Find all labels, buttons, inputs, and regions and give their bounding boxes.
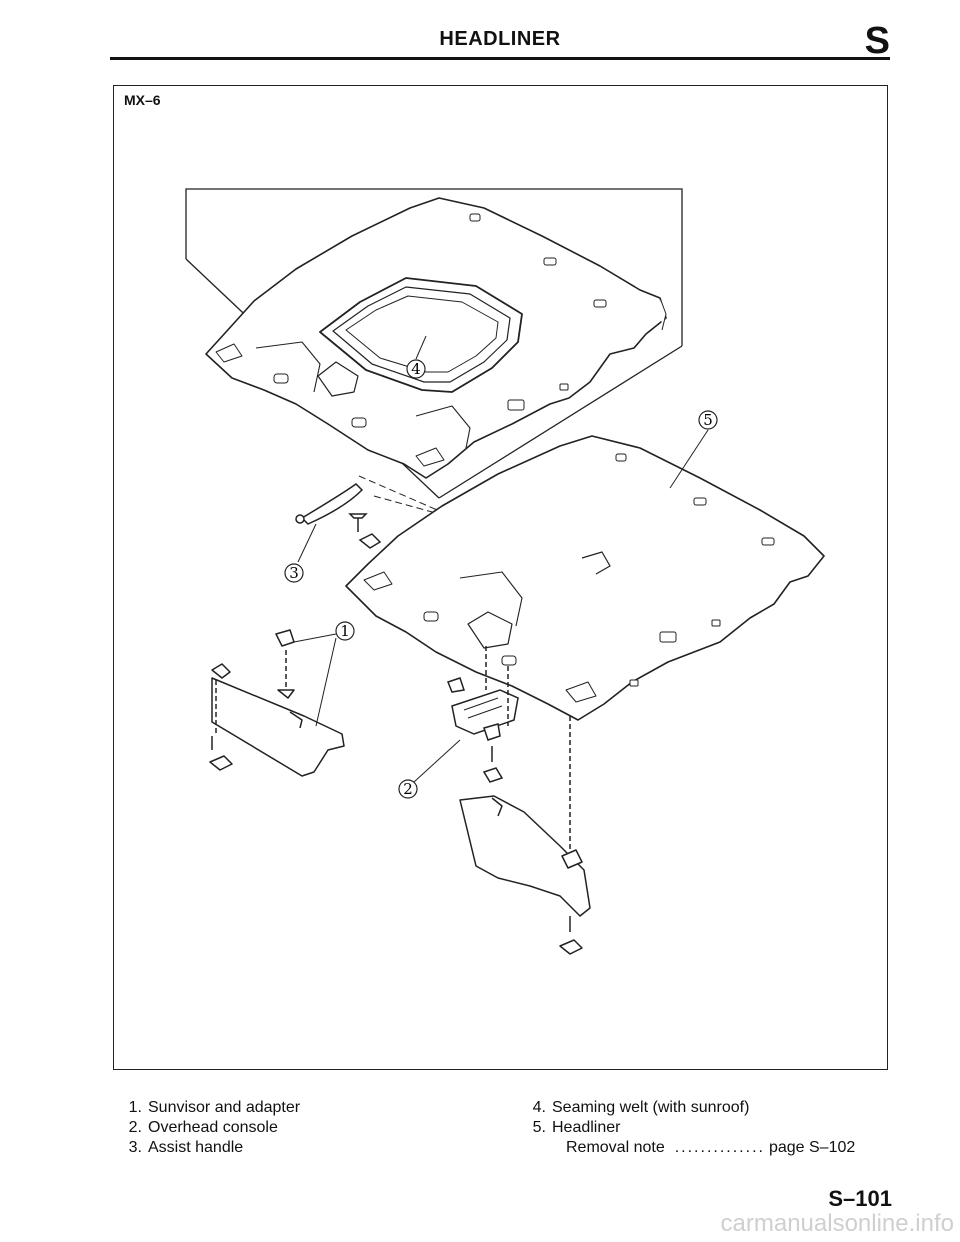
watermark: carmanualsonline.info xyxy=(720,1210,954,1237)
part-item: 1.Sunvisor and adapter xyxy=(128,1099,301,1116)
svg-text:5: 5 xyxy=(703,411,713,429)
assist-handle xyxy=(295,483,382,549)
callout-1: 1 xyxy=(293,621,355,727)
parts-list-right: 4.Seaming welt (with sunroof) 5.Headline… xyxy=(522,1098,856,1158)
page-header: HEADLINER S xyxy=(110,20,890,62)
headliner-illustration: 4 5 xyxy=(185,188,825,955)
section-letter: S xyxy=(864,20,890,62)
sunvisor-right xyxy=(459,716,591,955)
header-rule xyxy=(110,57,890,60)
part-item: 4.Seaming welt (with sunroof) xyxy=(532,1099,750,1116)
part-item: 3.Assist handle xyxy=(128,1139,244,1156)
callout-3: 3 xyxy=(284,523,317,583)
page-reference: page S–102 xyxy=(768,1139,856,1156)
svg-text:2: 2 xyxy=(403,780,413,798)
callout-5: 5 xyxy=(669,410,718,489)
callout-2: 2 xyxy=(398,739,461,799)
svg-text:1: 1 xyxy=(340,622,350,640)
page-number: S–101 xyxy=(828,1186,892,1211)
part-item: 5.Headliner xyxy=(532,1119,621,1136)
model-label: MX–6 xyxy=(124,92,161,108)
parts-list-left: 1.Sunvisor and adapter 2.Overhead consol… xyxy=(118,1098,300,1158)
headliner-panel xyxy=(345,435,825,721)
page-title: HEADLINER xyxy=(439,28,561,50)
overhead-console xyxy=(447,646,519,783)
svg-text:4: 4 xyxy=(411,360,421,378)
sunroof-headliner xyxy=(205,197,667,479)
sunvisor-left xyxy=(209,629,345,777)
callout-4: 4 xyxy=(406,335,427,379)
svg-text:3: 3 xyxy=(289,564,299,582)
part-item: 2.Overhead console xyxy=(128,1119,278,1136)
exploded-diagram: MX–6 xyxy=(113,85,888,1070)
removal-note: Removal note..............page S–102 xyxy=(566,1139,856,1156)
